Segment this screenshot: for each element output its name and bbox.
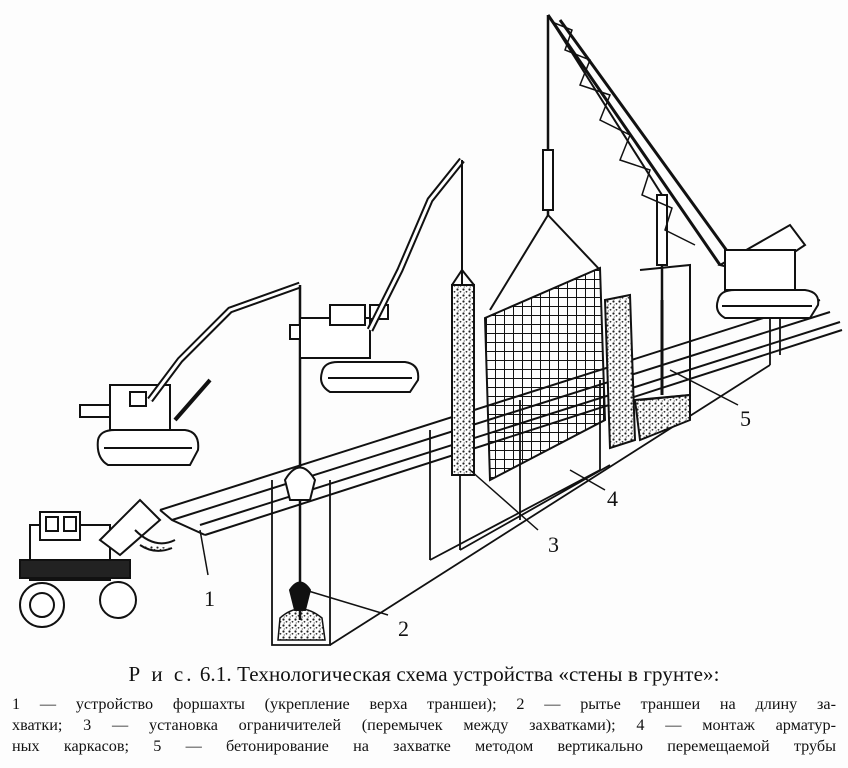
- caption-title: Р и с. 6.1. Технологическая схема устрой…: [0, 662, 848, 687]
- label-5: 5: [740, 406, 751, 431]
- leader-lines: [199, 369, 739, 616]
- excavated-soil: [277, 608, 326, 641]
- legend-line: 1 — устройство форшахты (укрепление верх…: [12, 695, 836, 713]
- label-1: 1: [204, 586, 215, 611]
- concrete-section: [603, 194, 691, 450]
- label-4: 4: [607, 486, 618, 511]
- label-2: 2: [398, 616, 409, 641]
- label-3: 3: [548, 532, 559, 557]
- crawler-crane-limiter: [299, 157, 465, 393]
- legend-line: хватки; 3 — установка ограничителей (пер…: [12, 716, 836, 734]
- crane-hook: [489, 15, 601, 311]
- figure-caption: Р и с. 6.1. Технологическая схема устрой…: [0, 660, 848, 768]
- figure-number: 6.1.: [199, 662, 232, 686]
- crawler-crane-concreting: [546, 14, 820, 319]
- legend-line: ных каркасов; 5 — бетонирование на захва…: [12, 737, 836, 755]
- reinforcement-cage: [483, 266, 607, 482]
- figure-label: Р и с.: [128, 662, 195, 686]
- figure-title-text: Технологическая схема устройства «стены …: [237, 662, 720, 686]
- limiter-panel: [451, 268, 475, 476]
- excavator-guide-wall: [19, 498, 176, 628]
- excavator-trench: [79, 281, 317, 620]
- wall-in-ground-diagram: 1 2 3 4 5: [19, 14, 843, 646]
